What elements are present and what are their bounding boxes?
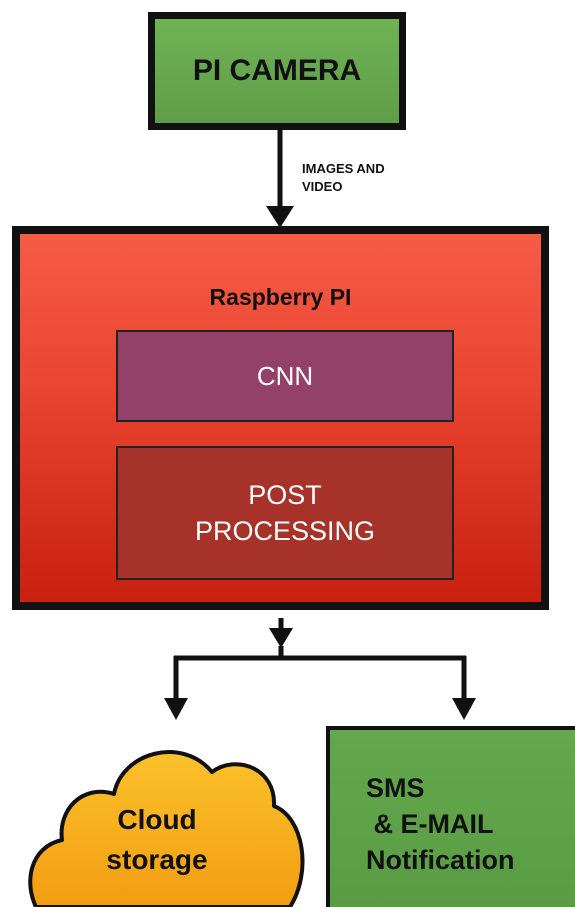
images-video-label-line1: IMAGES AND bbox=[302, 161, 385, 176]
raspberry-pi-box: Raspberry PI CNN POST PROCESSING bbox=[12, 226, 549, 610]
pi-camera-box: PI CAMERA bbox=[148, 12, 406, 130]
cloud-storage-line2: storage bbox=[106, 844, 208, 875]
sms-branch-arrowhead bbox=[452, 698, 476, 720]
notification-line3: Notification bbox=[366, 845, 515, 875]
cloud-storage-label: Cloud storage bbox=[92, 800, 222, 880]
notification-line2: & E-MAIL bbox=[366, 809, 494, 839]
post-processing-box: POST PROCESSING bbox=[116, 446, 454, 580]
camera-to-rpi-arrowhead bbox=[266, 206, 294, 228]
post-processing-line1: POST bbox=[248, 480, 322, 510]
cloud-storage-line1: Cloud bbox=[117, 804, 197, 835]
cnn-box: CNN bbox=[116, 330, 454, 422]
cloud-branch-arrowhead bbox=[164, 698, 188, 720]
images-video-label-line2: VIDEO bbox=[302, 179, 343, 194]
notification-label: SMS & E-MAIL Notification bbox=[366, 770, 515, 878]
raspberry-pi-title: Raspberry PI bbox=[209, 284, 352, 310]
post-processing-line2: PROCESSING bbox=[194, 516, 376, 546]
cnn-label: CNN bbox=[256, 360, 314, 391]
pi-camera-label: PI CAMERA bbox=[192, 54, 362, 87]
images-video-label: IMAGES AND VIDEO bbox=[302, 160, 385, 196]
post-processing-label: POST PROCESSING bbox=[195, 477, 375, 549]
rpi-output-arrowhead bbox=[269, 628, 293, 648]
cloud-shape bbox=[28, 750, 305, 907]
notification-box: SMS & E-MAIL Notification bbox=[326, 726, 575, 907]
notification-line1: SMS bbox=[366, 773, 425, 803]
